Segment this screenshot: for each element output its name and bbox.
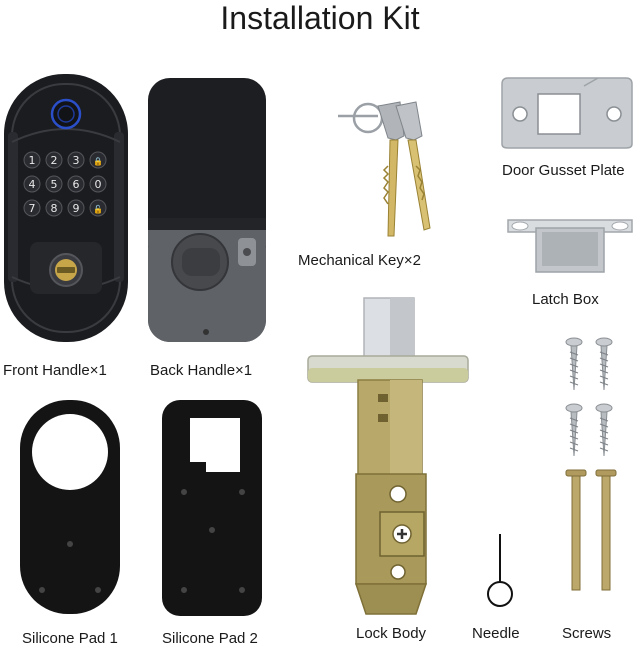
small-screw <box>565 337 583 391</box>
back-handle-label: Back Handle×1 <box>150 362 253 379</box>
keypad-key <box>23 175 41 193</box>
small-screw <box>595 337 613 391</box>
needle-label: Needle <box>472 625 520 642</box>
lock-body-label: Lock Body <box>356 625 427 642</box>
small-screw <box>565 403 583 457</box>
keypad-key <box>67 175 85 193</box>
mechanical-key-label: Mechanical Key×2 <box>298 252 421 269</box>
keypad-key <box>45 199 63 217</box>
keypad-key <box>67 199 85 217</box>
keypad-key-label: 2 <box>51 154 58 167</box>
screws-image <box>556 334 626 592</box>
small-screw <box>595 403 613 457</box>
front-handle-image: 1 2 3 🔒 4 5 6 0 7 8 9 🔓 <box>2 72 132 344</box>
keypad-key <box>89 175 107 193</box>
keypad-key-label: 6 <box>73 178 80 191</box>
keypad-key-label: 8 <box>51 202 58 215</box>
silicone-pad-1-label: Silicone Pad 1 <box>22 630 118 647</box>
keypad-key-label: 🔓 <box>93 204 103 214</box>
mechanical-key-image <box>338 96 438 240</box>
keypad-key-label: 🔒 <box>93 157 103 166</box>
lock-body-image <box>306 296 470 618</box>
keypad-key-label: 9 <box>73 202 80 215</box>
keypad-key <box>45 175 63 193</box>
small-screws <box>565 337 613 457</box>
front-handle-label: Front Handle×1 <box>3 362 107 379</box>
keypad-key <box>67 151 85 169</box>
page-title: Installation Kit <box>220 0 420 36</box>
keypad-key-label: 0 <box>95 178 102 191</box>
needle-image <box>482 534 518 608</box>
latch-box-image <box>506 214 634 276</box>
back-handle-image <box>146 76 268 344</box>
keypad-key-label: 5 <box>51 178 58 191</box>
keypad-key-label: 4 <box>29 178 36 191</box>
latch-box-label: Latch Box <box>532 291 599 308</box>
silicone-pad-2-label: Silicone Pad 2 <box>162 630 258 647</box>
keypad-key-label: 3 <box>73 154 80 167</box>
door-gusset-plate-image <box>498 74 636 150</box>
keypad-key <box>23 199 41 217</box>
front-keypad: 1 2 3 🔒 4 5 6 0 7 8 9 🔓 <box>23 151 107 217</box>
silicone-pad-2-image <box>160 398 264 618</box>
keypad-key <box>45 151 63 169</box>
keypad-key-label: 7 <box>29 202 36 215</box>
silicone-pad-1-image <box>18 398 122 616</box>
screws-label: Screws <box>562 625 612 642</box>
keypad-key <box>89 151 107 169</box>
door-gusset-plate-label: Door Gusset Plate <box>502 162 625 179</box>
keypad-key <box>89 199 107 217</box>
keypad-key <box>23 151 41 169</box>
keypad-key-label: 1 <box>29 154 36 167</box>
